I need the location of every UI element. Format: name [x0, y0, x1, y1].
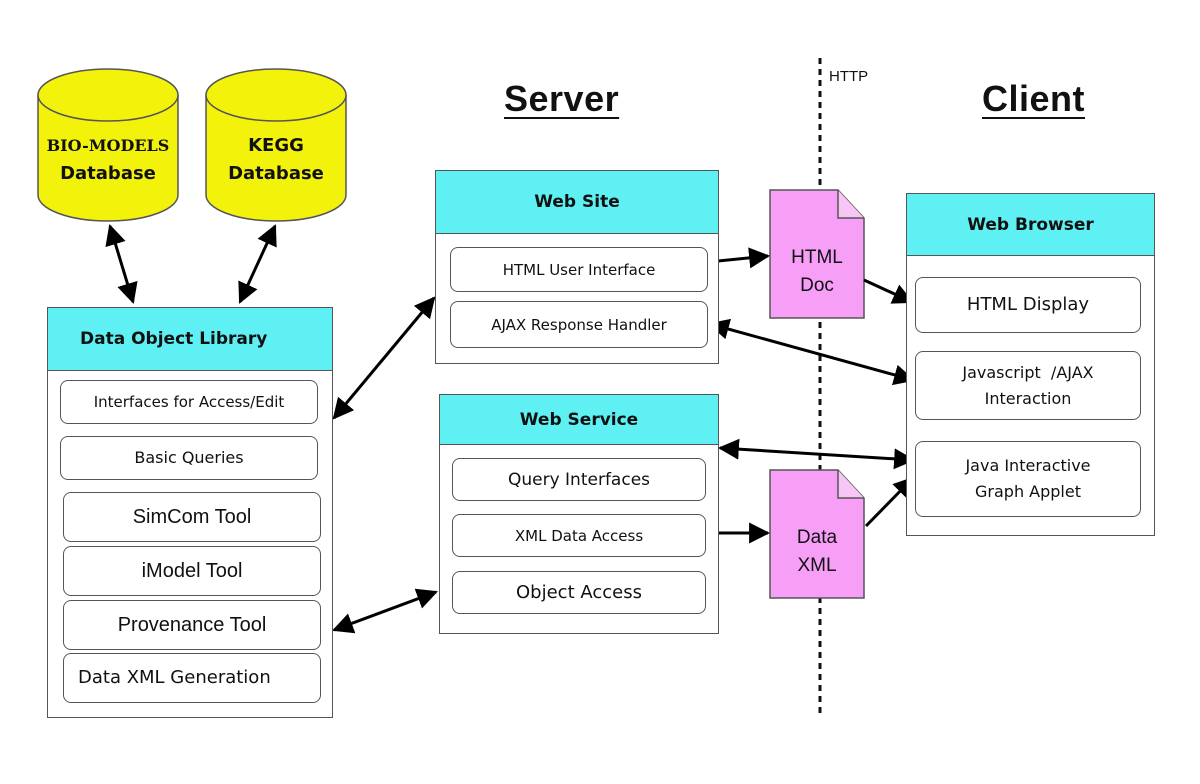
arrow-htmldoc-display: [863, 278, 914, 304]
bio-models-database-label: BIO-MODELS Database: [38, 132, 178, 188]
website-item-html-user-interface: HTML User Interface: [450, 247, 708, 292]
arrow-webservice-applet: [717, 438, 916, 470]
server-title: Server: [504, 78, 620, 119]
kegg-name: KEGG: [248, 135, 304, 156]
webservice-item-object-access: Object Access: [452, 571, 706, 614]
html-doc-line2: Doc: [800, 275, 834, 296]
bio-models-database-cylinder: [37, 68, 179, 222]
browser-item-javascript-line1: Javascript /AJAX: [962, 362, 1094, 382]
http-label: HTTP: [829, 68, 869, 85]
webservice-item-xml-data-access: XML Data Access: [452, 514, 706, 557]
web-browser-panel: Web Browser HTML Display Javascript /AJA…: [906, 193, 1155, 536]
client-title: Client: [982, 78, 1086, 119]
kegg-database-label: KEGG Database: [206, 132, 346, 188]
browser-item-html-display: HTML Display: [915, 277, 1141, 333]
library-item-provenance-tool: Provenance Tool: [63, 600, 321, 650]
html-doc-line1: HTML: [791, 247, 843, 268]
html-doc-shape: [769, 189, 865, 319]
arrow-dataxml-applet: [864, 476, 915, 528]
web-site-header: Web Site: [436, 171, 718, 234]
library-item-simcom-tool: SimCom Tool: [63, 492, 321, 542]
kegg-database-word: Database: [228, 163, 324, 184]
web-site-panel: Web Site HTML User Interface AJAX Respon…: [435, 170, 719, 364]
web-service-panel: Web Service Query Interfaces XML Data Ac…: [439, 394, 719, 634]
webservice-item-query-interfaces: Query Interfaces: [452, 458, 706, 501]
browser-item-java-applet: Java Interactive Graph Applet: [915, 441, 1141, 517]
browser-item-java-line2: Graph Applet: [975, 482, 1081, 501]
data-xml-label: Data XML: [770, 524, 864, 580]
browser-item-java-line1: Java Interactive: [965, 456, 1091, 475]
bio-models-database-word: Database: [60, 163, 156, 184]
data-object-library-header: Data Object Library: [48, 308, 332, 371]
data-xml-shape: [769, 469, 865, 599]
data-xml-line2: XML: [797, 555, 837, 576]
browser-item-javascript-line2: Interaction: [984, 388, 1072, 408]
data-xml-line1: Data: [796, 527, 838, 548]
arrow-library-website: [332, 296, 436, 420]
arrow-kegg-library: [238, 224, 277, 304]
kegg-database-cylinder: [205, 68, 347, 222]
arrow-biomodels-library: [105, 223, 138, 305]
browser-item-javascript-ajax: Javascript /AJAX Interaction: [915, 351, 1141, 420]
arrow-library-webservice: [332, 588, 438, 634]
library-item-imodel-tool: iModel Tool: [63, 546, 321, 596]
html-doc-label: HTML Doc: [770, 244, 864, 300]
website-item-ajax-response-handler: AJAX Response Handler: [450, 301, 708, 348]
library-item-data-xml-generation: Data XML Generation: [63, 653, 321, 703]
arrow-ajax-handler-interaction: [707, 318, 916, 386]
data-object-library-panel: Data Object Library Interfaces for Acces…: [47, 307, 333, 718]
web-browser-header: Web Browser: [907, 194, 1154, 256]
browser-item-html-display-text: HTML Display: [966, 294, 1090, 315]
library-item-interfaces: Interfaces for Access/Edit: [60, 380, 318, 424]
web-service-header: Web Service: [440, 395, 718, 445]
bio-models-name: BIO-MODELS: [46, 136, 170, 155]
library-item-basic-queries: Basic Queries: [60, 436, 318, 480]
